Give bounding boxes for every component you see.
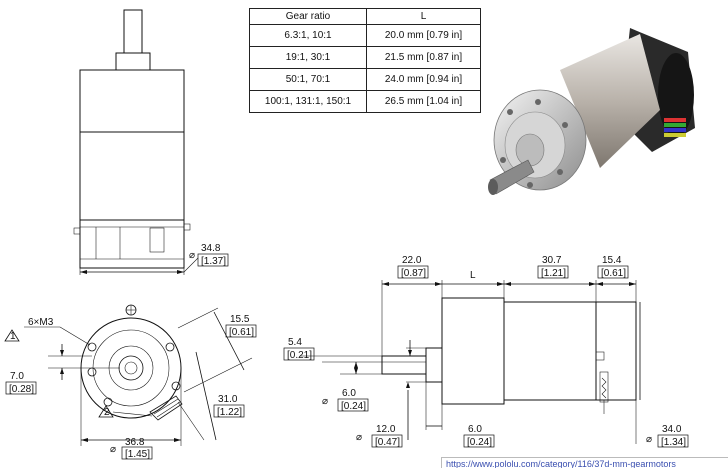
table-cell: 100:1, 131:1, 150:1: [249, 90, 367, 113]
note2-marker: 2: [104, 407, 110, 418]
diameter-symbol-5: ⌀: [646, 434, 652, 445]
side-hub: [425, 347, 443, 383]
top-diameter-in: [1.37]: [201, 256, 226, 267]
front-diag-b-mm: 31.0: [218, 394, 238, 405]
note1-marker: 1: [10, 331, 16, 342]
table-cell: 21.5 mm [0.87 in]: [366, 46, 481, 69]
table-header-row: Gear ratio L: [249, 8, 481, 25]
front-diag-a-in: [0.61]: [229, 327, 254, 338]
side-motor-len-mm: 30.7: [542, 255, 562, 266]
side-body-d-in: [1.34]: [661, 437, 686, 448]
top-view-encoder: [79, 219, 185, 269]
side-shaft-d-mm: 6.0: [342, 388, 356, 399]
side-flat-in: [0.21]: [287, 350, 312, 361]
motor-can: [560, 34, 660, 168]
table-cell: 50:1, 70:1: [249, 68, 367, 91]
side-hub-d-in: [0.47]: [375, 437, 400, 448]
table-header-cell: Gear ratio: [249, 8, 367, 25]
side-hub-len-in: [0.24]: [467, 437, 492, 448]
side-gearbox: [441, 297, 505, 405]
side-encoder-len-in: [0.61]: [601, 268, 626, 279]
side-shaft-d-in: [0.24]: [341, 401, 366, 412]
status-url: https://www.pololu.com/category/116/37d-…: [441, 457, 728, 468]
front-bolt-diameter-in: [1.45]: [125, 449, 150, 460]
front-diag-b-in: [1.22]: [217, 407, 242, 418]
side-shaft-len-mm: 22.0: [402, 255, 422, 266]
side-encoder: [595, 301, 637, 401]
table-row: 19:1, 30:1 21.5 mm [0.87 in]: [249, 46, 481, 69]
diameter-symbol-2: ⌀: [110, 444, 116, 455]
top-view-shaft: [123, 9, 143, 54]
top-view-motor: [79, 131, 185, 221]
front-diag-a-mm: 15.5: [230, 314, 250, 325]
side-hub-d-mm: 12.0: [376, 424, 396, 435]
top-diameter-mm: 34.8: [201, 243, 221, 254]
table-row: 100:1, 131:1, 150:1 26.5 mm [1.04 in]: [249, 90, 481, 113]
side-shaft-len-in: [0.87]: [401, 268, 426, 279]
front-offset-in: [0.28]: [9, 384, 34, 395]
table-row: 50:1, 70:1 24.0 mm [0.94 in]: [249, 68, 481, 91]
motor-3d-render: [488, 28, 695, 195]
table-cell: 19:1, 30:1: [249, 46, 367, 69]
front-m3-label: 6×M3: [28, 317, 54, 328]
side-encoder-len-mm: 15.4: [602, 255, 622, 266]
diameter-symbol-3: ⌀: [322, 396, 328, 407]
table-cell: 6.3:1, 10:1: [249, 24, 367, 47]
table-header-cell: L: [366, 8, 481, 25]
gear-ratio-table: Gear ratio L 6.3:1, 10:1 20.0 mm [0.79 i…: [249, 8, 481, 113]
table-cell: 26.5 mm [1.04 in]: [366, 90, 481, 113]
front-view: 1 6×M3 2 7.0 [0.28] ⌀ 36.8 [1.45] 15.5: [4, 304, 257, 460]
top-view-gearbox: [79, 69, 185, 133]
side-hub-len-mm: 6.0: [468, 424, 482, 435]
side-shaft: [381, 355, 427, 375]
side-motor-len-in: [1.21]: [541, 268, 566, 279]
top-view-hub: [115, 52, 151, 71]
table-cell: 20.0 mm [0.79 in]: [366, 24, 481, 47]
table-row: 6.3:1, 10:1 20.0 mm [0.79 in]: [249, 24, 481, 47]
side-flat-mm: 5.4: [288, 337, 302, 348]
side-body-d-mm: 34.0: [662, 424, 682, 435]
table-cell: 24.0 mm [0.94 in]: [366, 68, 481, 91]
top-view: ⌀ 34.8 [1.37]: [73, 9, 229, 275]
diameter-symbol: ⌀: [189, 250, 195, 261]
diameter-symbol-4: ⌀: [356, 432, 362, 443]
side-L-label: L: [470, 270, 476, 281]
front-offset-mm: 7.0: [10, 371, 24, 382]
side-motor: [503, 301, 597, 401]
side-view: 22.0 [0.87] L 30.7 [1.21] 15.4 [0.61] 5.…: [283, 255, 689, 448]
front-bolt-diameter-mm: 36.8: [125, 437, 145, 448]
